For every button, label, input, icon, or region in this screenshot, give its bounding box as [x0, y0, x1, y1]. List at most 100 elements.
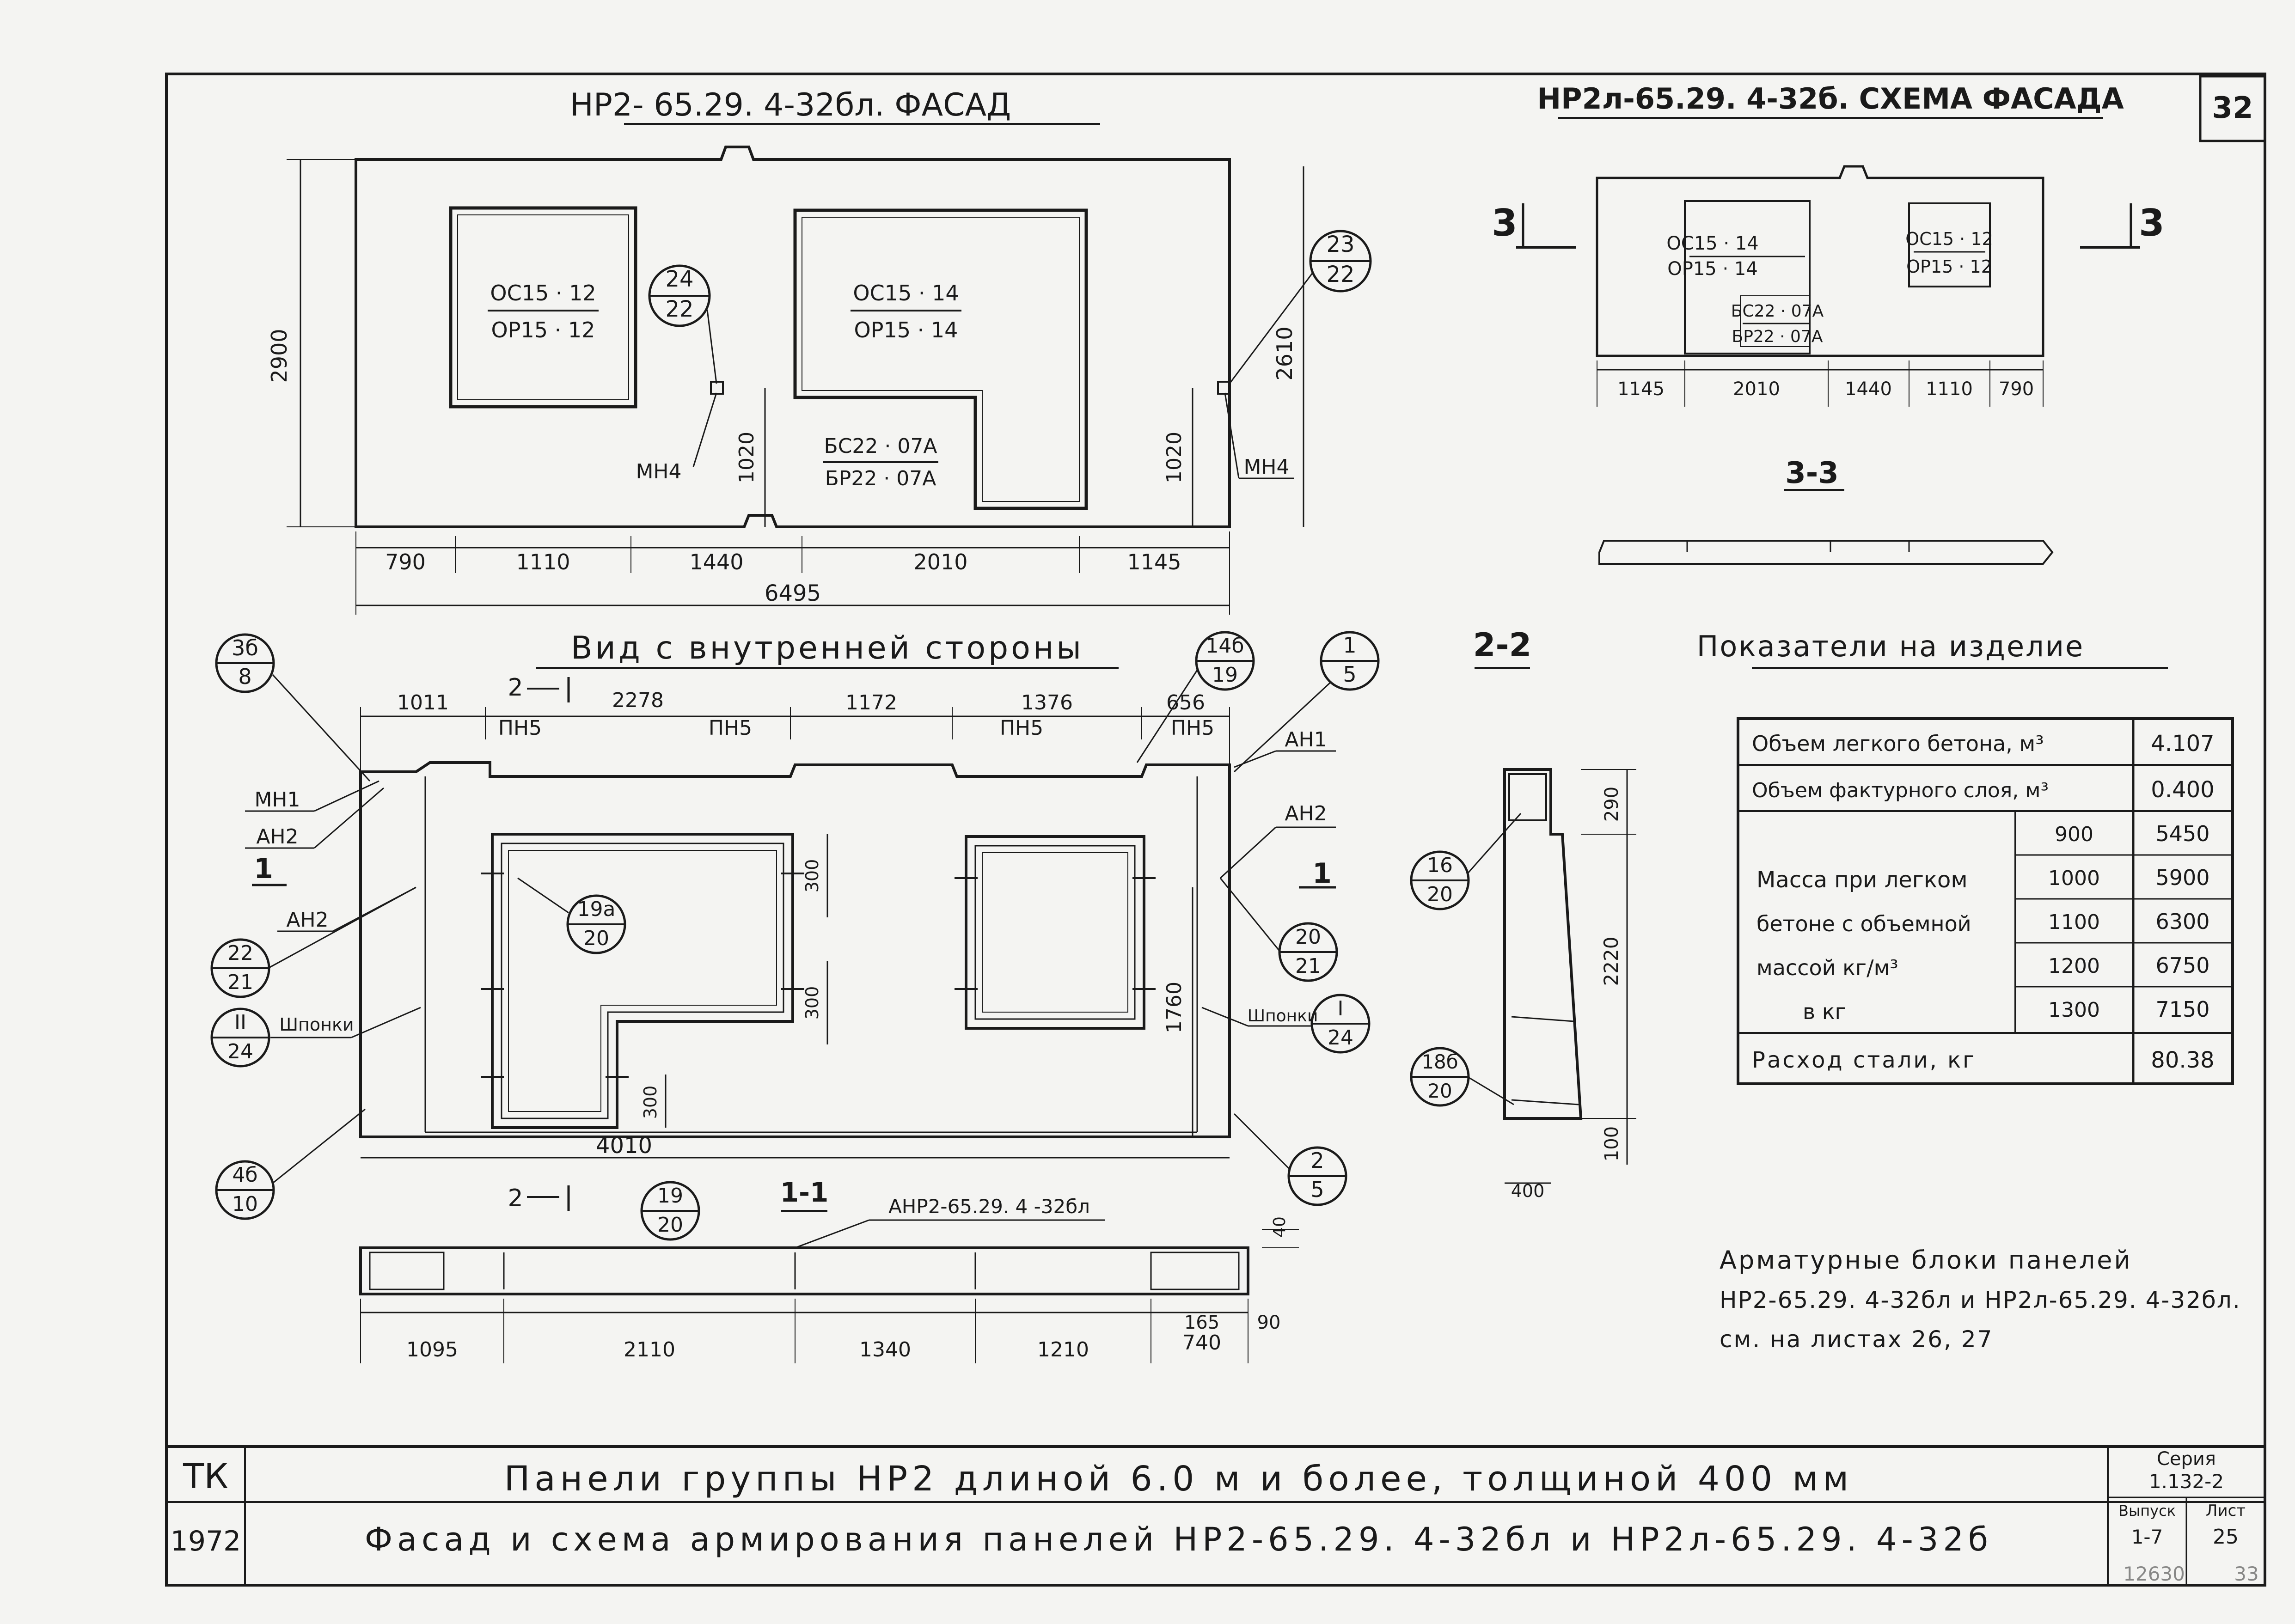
- svg-text:22: 22: [1326, 262, 1354, 287]
- svg-text:5: 5: [1310, 1177, 1324, 1202]
- scheme-section-mark-left: 3: [1492, 201, 1518, 244]
- svg-text:24: 24: [227, 1040, 253, 1063]
- inner-view: Вид с внутренней стороны 1011 2278 1172 …: [210, 630, 1380, 1363]
- inner-section-1-left: 1: [254, 853, 273, 885]
- svg-text:21: 21: [227, 971, 253, 994]
- facade-label-mn4-left: МН4: [636, 460, 681, 483]
- svg-text:ПН5: ПН5: [498, 716, 542, 740]
- svg-text:33: 33: [2234, 1563, 2258, 1585]
- svg-text:АН2: АН2: [1285, 802, 1327, 825]
- svg-text:90: 90: [1257, 1312, 1281, 1333]
- inner-section-1-right: 1: [1312, 857, 1332, 890]
- svg-text:ПН5: ПН5: [1171, 716, 1214, 740]
- svg-text:20: 20: [1427, 1080, 1452, 1102]
- svg-text:18б: 18б: [1421, 1050, 1458, 1073]
- svg-text:ОР15 · 12: ОР15 · 12: [1906, 256, 1992, 277]
- indicators-table: Показатели на изделие Объем легкого бето…: [1697, 629, 2234, 1085]
- facade-dim-1020-left: 1020: [735, 432, 759, 483]
- svg-text:20: 20: [1295, 925, 1321, 949]
- svg-text:2: 2: [508, 1184, 523, 1212]
- facade-dim-1020-right: 1020: [1163, 432, 1186, 483]
- svg-text:2110: 2110: [624, 1338, 675, 1361]
- title-line-2: Фасад и схема армирования панелей НР2-65…: [365, 1520, 1993, 1558]
- svg-text:2220: 2220: [1600, 937, 1622, 986]
- sheet-frame: [165, 73, 2266, 1587]
- scheme-section-label: 3-3: [1785, 456, 1839, 490]
- svg-text:21: 21: [1295, 954, 1321, 978]
- svg-text:5450: 5450: [2155, 821, 2209, 846]
- svg-text:АН2: АН2: [286, 908, 328, 932]
- svg-text:16: 16: [1427, 854, 1453, 877]
- svg-text:ОР15 · 14: ОР15 · 14: [1667, 258, 1758, 280]
- svg-text:290: 290: [1601, 787, 1622, 822]
- svg-text:5: 5: [1343, 662, 1356, 687]
- svg-text:22: 22: [227, 941, 253, 965]
- svg-text:Выпуск: Выпуск: [2118, 1502, 2176, 1520]
- svg-text:1: 1: [1343, 633, 1356, 658]
- svg-text:1200: 1200: [2048, 954, 2100, 978]
- svg-text:19: 19: [1212, 663, 1238, 687]
- svg-text:АН2: АН2: [256, 825, 298, 849]
- svg-text:1172: 1172: [845, 691, 897, 714]
- inner-opening-right: [965, 835, 1145, 1030]
- svg-text:165: 165: [1184, 1312, 1219, 1333]
- svg-text:7150: 7150: [2155, 997, 2209, 1022]
- facade-panel-outline: [355, 146, 1231, 528]
- svg-text:5900: 5900: [2155, 865, 2209, 890]
- svg-text:20: 20: [1427, 883, 1453, 906]
- svg-text:ОС15 · 14: ОС15 · 14: [1666, 233, 1758, 254]
- svg-text:8: 8: [238, 664, 251, 689]
- svg-text:3б: 3б: [232, 635, 258, 660]
- svg-text:1145: 1145: [1127, 549, 1181, 574]
- svg-text:1100: 1100: [2048, 910, 2100, 934]
- svg-text:1440: 1440: [689, 549, 743, 574]
- section-2-2-profile: [1503, 768, 1583, 1120]
- svg-text:1210: 1210: [1037, 1338, 1089, 1361]
- sheet-number-box: [2199, 75, 2266, 142]
- sheet-number: 32: [2212, 91, 2253, 125]
- svg-text:АН1: АН1: [1285, 728, 1327, 751]
- scheme-title: НР2л-65.29. 4-32б. СХЕМА ФАСАДА: [1537, 82, 2124, 116]
- svg-text:19: 19: [657, 1184, 683, 1208]
- svg-text:20: 20: [657, 1213, 683, 1237]
- svg-text:2010: 2010: [913, 549, 967, 574]
- svg-text:Шпонки: Шпонки: [279, 1014, 354, 1035]
- svg-text:ПН5: ПН5: [1000, 716, 1043, 740]
- svg-text:25: 25: [2213, 1525, 2239, 1549]
- svg-text:1000: 1000: [2048, 867, 2100, 890]
- svg-text:массой кг/м³: массой кг/м³: [1756, 955, 1898, 980]
- svg-text:656: 656: [1166, 691, 1205, 714]
- svg-text:1760: 1760: [1163, 982, 1186, 1033]
- svg-text:14б: 14б: [1206, 634, 1244, 658]
- svg-text:22: 22: [665, 296, 693, 322]
- svg-text:1.132-2: 1.132-2: [2149, 1470, 2224, 1493]
- svg-text:1-1: 1-1: [780, 1177, 829, 1208]
- svg-text:см. на листах 26, 27: см. на листах 26, 27: [1720, 1326, 1993, 1353]
- scheme-view: НР2л-65.29. 4-32б. СХЕМА ФАСАДА ОС15 · 1…: [1492, 82, 2165, 565]
- svg-text:1145: 1145: [1617, 379, 1665, 400]
- facade-dim-total: 6495: [765, 580, 821, 606]
- svg-text:300: 300: [802, 986, 822, 1020]
- facade-door-bottom: БР22 · 07А: [825, 467, 936, 490]
- svg-text:НР2-65.29. 4-32бл и НР2л-65.29: НР2-65.29. 4-32бл и НР2л-65.29. 4-32бл.: [1720, 1287, 2241, 1313]
- svg-text:Шпонки: Шпонки: [1248, 1007, 1318, 1026]
- svg-text:2010: 2010: [1733, 379, 1780, 400]
- section-2-2: 2-2 290 2220 100 400 16 20 18б 20: [1410, 626, 1636, 1201]
- svg-text:1972: 1972: [171, 1525, 241, 1557]
- svg-text:в кг: в кг: [1803, 999, 1846, 1024]
- inner-view-title: Вид с внутренней стороны: [571, 630, 1084, 666]
- reinforcement-note: Арматурные блоки панелей НР2-65.29. 4-32…: [1720, 1245, 2241, 1353]
- svg-text:4010: 4010: [596, 1133, 652, 1159]
- svg-text:II: II: [234, 1011, 246, 1034]
- svg-text:100: 100: [1601, 1126, 1622, 1161]
- svg-text:2278: 2278: [612, 689, 664, 712]
- facade-dim-height: 2900: [267, 329, 292, 383]
- facade-window-left-bottom: ОР15 · 12: [491, 317, 595, 342]
- svg-text:ПН5: ПН5: [709, 716, 752, 740]
- svg-text:БС22 · 07А: БС22 · 07А: [1731, 302, 1824, 321]
- facade-window-right-bottom: ОР15 · 14: [854, 317, 958, 342]
- svg-text:1340: 1340: [859, 1338, 911, 1361]
- svg-text:19а: 19а: [577, 897, 616, 921]
- scheme-section-mark-right: 3: [2139, 201, 2165, 244]
- section-2-2-title: 2-2: [1473, 626, 1531, 664]
